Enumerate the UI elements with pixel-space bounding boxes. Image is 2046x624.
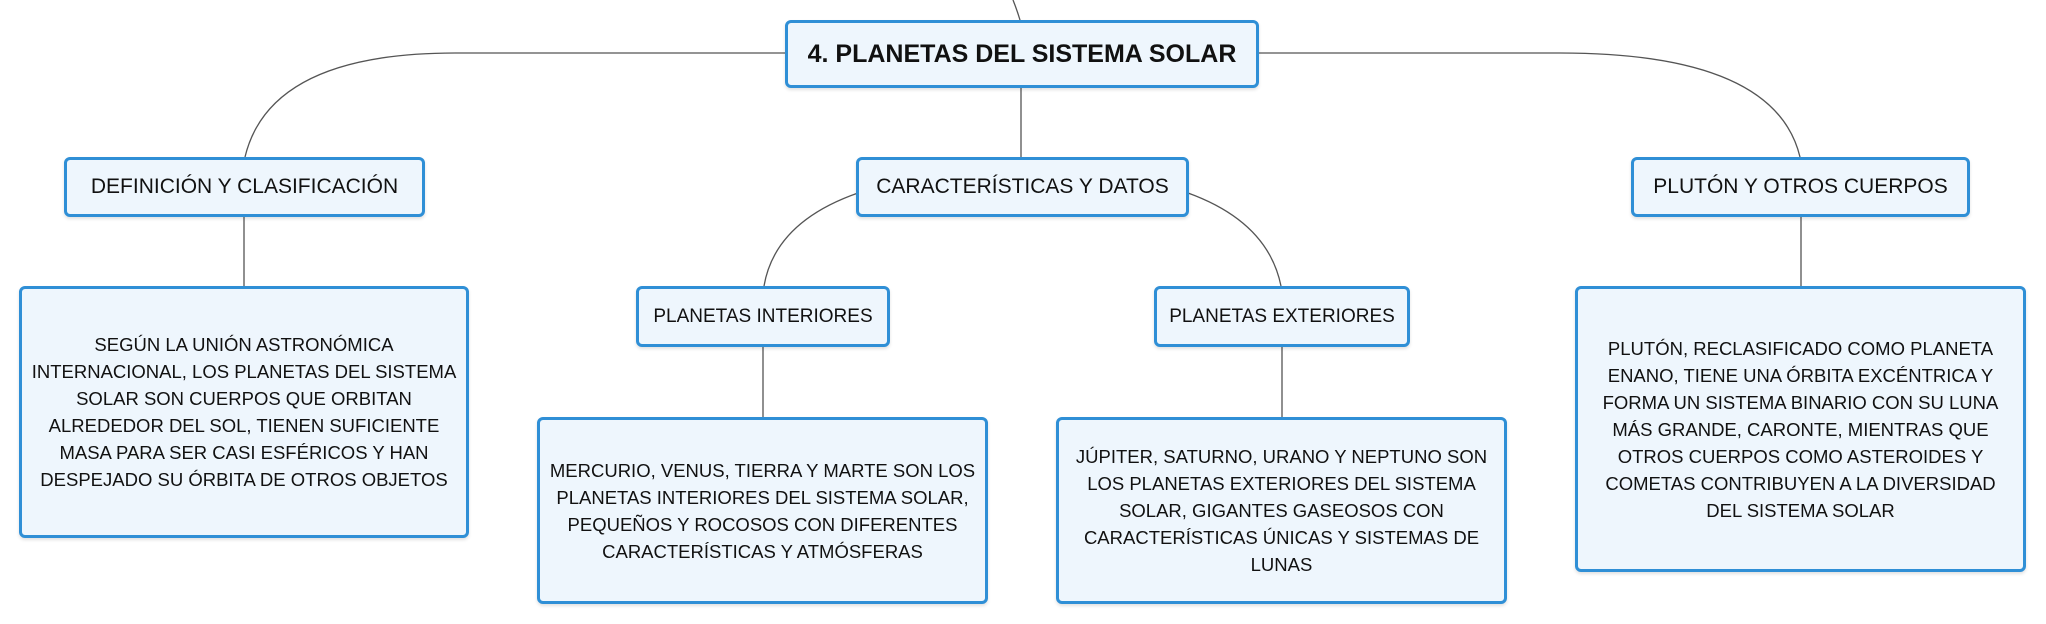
connector-root-definicion [244, 52, 785, 158]
root-topic-label: 4. PLANETAS DEL SISTEMA SOLAR [807, 39, 1237, 68]
connector-caracteristicas-interiores [763, 192, 859, 287]
definicion-text-box[interactable]: SEGÚN LA UNIÓN ASTRONÓMICA INTERNACIONAL… [19, 286, 469, 538]
branch-definicion[interactable]: DEFINICIÓN Y CLASIFICACIÓN [64, 157, 425, 217]
connector-parent-root [1012, 0, 1021, 21]
branch-pluton[interactable]: PLUTÓN Y OTROS CUERPOS [1631, 157, 1970, 217]
subbranch-planetas-interiores-label: PLANETAS INTERIORES [653, 305, 873, 327]
subbranch-planetas-exteriores-label: PLANETAS EXTERIORES [1169, 305, 1395, 327]
connector-caracteristicas-exteriores [1187, 192, 1282, 287]
subbranch-planetas-interiores[interactable]: PLANETAS INTERIORES [636, 286, 890, 347]
exteriores-text-box[interactable]: JÚPITER, SATURNO, URANO Y NEPTUNO SON LO… [1056, 417, 1507, 604]
root-topic[interactable]: 4. PLANETAS DEL SISTEMA SOLAR [785, 20, 1259, 88]
branch-definicion-label: DEFINICIÓN Y CLASIFICACIÓN [90, 175, 399, 198]
branch-pluton-label: PLUTÓN Y OTROS CUERPOS [1653, 175, 1948, 198]
definicion-text: SEGÚN LA UNIÓN ASTRONÓMICA INTERNACIONAL… [31, 334, 457, 490]
interiores-text: MERCURIO, VENUS, TIERRA Y MARTE SON LOS … [549, 459, 976, 562]
subbranch-planetas-exteriores[interactable]: PLANETAS EXTERIORES [1154, 286, 1410, 347]
branch-caracteristicas[interactable]: CARACTERÍSTICAS Y DATOS [856, 157, 1189, 217]
pluton-text: PLUTÓN, RECLASIFICADO COMO PLANETA ENANO… [1602, 337, 1999, 521]
branch-caracteristicas-label: CARACTERÍSTICAS Y DATOS [876, 175, 1169, 198]
connector-root-pluton [1258, 52, 1801, 158]
pluton-text-box[interactable]: PLUTÓN, RECLASIFICADO COMO PLANETA ENANO… [1575, 286, 2026, 572]
exteriores-text: JÚPITER, SATURNO, URANO Y NEPTUNO SON LO… [1075, 446, 1488, 575]
interiores-text-box[interactable]: MERCURIO, VENUS, TIERRA Y MARTE SON LOS … [537, 417, 988, 604]
